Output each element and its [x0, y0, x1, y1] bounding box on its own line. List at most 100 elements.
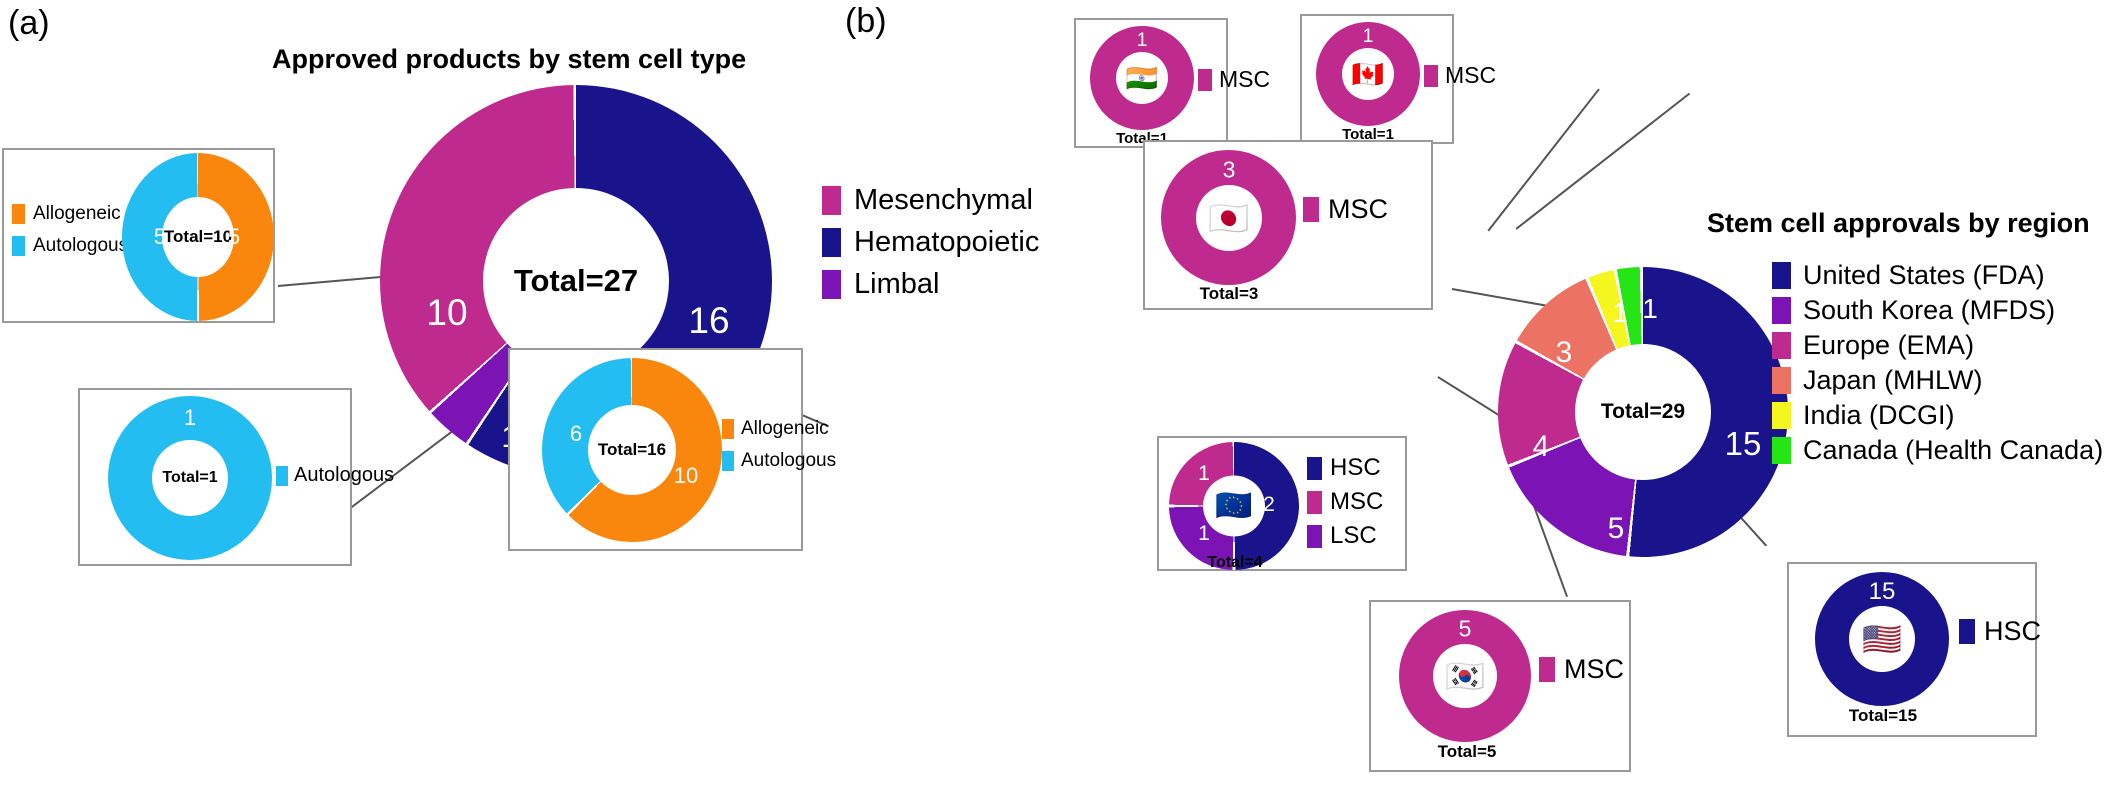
main-donut-b[interactable]: Total=29 15 5 4 3 1 1 [1498, 267, 1788, 557]
inset-box-limbal-breakdown[interactable]: Total=1 1 Autologous [78, 388, 394, 566]
swatch-limbal-icon [822, 270, 841, 299]
legend-item-hematopoietic[interactable]: Hematopoietic [822, 226, 1039, 259]
legend-item-msc[interactable]: MSC [1307, 488, 1383, 516]
legend-label-msc: MSC [1219, 66, 1271, 92]
legend-item-hsc[interactable]: HSC [1307, 454, 1383, 482]
donut-ring: Total=1 [108, 396, 272, 560]
swatch-canada-icon [1772, 437, 1791, 464]
inset-hematopoietic-value-autologous: 6 [569, 421, 583, 446]
donut-inset-hematopoietic[interactable]: Total=16 10 6 [542, 358, 722, 542]
panel-a-tag: (a) [8, 4, 50, 42]
inset-box-south-korea[interactable]: 🇰🇷 5 Total=5 MSC [1369, 600, 1631, 772]
inset-box-japan[interactable]: 🇯🇵 3 Total=3 MSC [1143, 140, 1433, 310]
swatch-hsc-icon [1959, 619, 1975, 644]
main-b-value-canada: 1 [1642, 293, 1658, 324]
legend-label-japan: Japan (MHLW) [1803, 365, 1983, 395]
flag-europe-icon: 🇪🇺 [1215, 489, 1253, 522]
donut-inset-india[interactable]: 🇮🇳 1 [1090, 26, 1194, 130]
flag-korea-icon: 🇰🇷 [1445, 658, 1485, 694]
legend-label-msc: MSC [1445, 62, 1497, 88]
legend-item-japan[interactable]: Japan (MHLW) [1772, 365, 2103, 396]
legend-item-europe[interactable]: Europe (EMA) [1772, 330, 2103, 361]
legend-item-mesenchymal[interactable]: Mesenchymal [822, 184, 1039, 217]
donut-inset-usa[interactable]: 🇺🇸 15 [1815, 572, 1949, 706]
legend-item-south-korea[interactable]: South Korea (MFDS) [1772, 295, 2103, 326]
flag-india-icon: 🇮🇳 [1125, 63, 1159, 93]
legend-label-europe: Europe (EMA) [1803, 330, 1975, 360]
legend-item-msc[interactable]: MSC [1198, 66, 1270, 93]
inset-japan-value: 3 [1222, 156, 1236, 183]
legend-label-msc: MSC [1564, 654, 1624, 684]
inset-hematopoietic-value-allogeneic: 10 [673, 463, 699, 488]
swatch-msc-icon [1198, 68, 1212, 91]
legend-item-msc[interactable]: MSC [1539, 654, 1624, 685]
legend-item-limbal[interactable]: Limbal [822, 268, 1039, 301]
legend-item-hsc[interactable]: HSC [1959, 616, 2041, 647]
legend-item-autologous[interactable]: Autologous [276, 464, 394, 487]
main-b-value-europe: 4 [1532, 430, 1550, 463]
swatch-hsc-icon [1307, 456, 1322, 480]
legend-label-mesenchymal: Mesenchymal [854, 184, 1033, 216]
legend-item-msc[interactable]: MSC [1424, 62, 1496, 89]
legend-inset-canada: MSC [1424, 62, 1496, 89]
legend-inset-hematopoietic: Allogeneic Autologous [722, 418, 836, 472]
legend-label-limbal: Limbal [854, 268, 940, 300]
main-a-value-hematopoietic: 16 [688, 300, 730, 341]
main-b-value-japan: 3 [1555, 336, 1573, 369]
swatch-msc-icon [1539, 657, 1555, 682]
inset-mesenchymal-value-allogeneic: 5 [227, 224, 241, 249]
inset-usa-total: Total=15 [1848, 706, 1918, 725]
main-a-value-mesenchymal: 10 [426, 292, 468, 333]
legend-item-canada[interactable]: Canada (Health Canada) [1772, 435, 2103, 466]
main-b-total-label: Total=29 [1600, 400, 1686, 423]
legend-label-allogeneic: Allogeneic [741, 418, 829, 439]
inset-usa-value: 15 [1868, 578, 1896, 605]
swatch-msc-icon [1424, 64, 1438, 87]
panel-b-tag: (b) [845, 2, 887, 40]
donut-ring: 🇺🇸 [1815, 572, 1949, 706]
donut-inset-japan[interactable]: 🇯🇵 3 [1161, 150, 1296, 285]
inset-canada-value: 1 [1362, 26, 1374, 47]
legend-panel-b: United States (FDA) South Korea (MFDS) E… [1772, 260, 2103, 466]
donut-ring: 🇨🇦 [1316, 22, 1420, 126]
legend-item-allogeneic[interactable]: Allogeneic [722, 418, 836, 440]
legend-item-india[interactable]: India (DCGI) [1772, 400, 2103, 431]
inset-europe-value-msc: 1 [1198, 462, 1210, 485]
legend-label-autologous: Autologous [294, 464, 395, 486]
main-b-value-korea: 5 [1607, 512, 1625, 545]
legend-label-hsc: HSC [1984, 616, 2042, 646]
donut-inset-korea[interactable]: 🇰🇷 5 [1399, 610, 1531, 742]
inset-box-mesenchymal-breakdown[interactable]: Allogeneic Autologous Total=10 5 5 [2, 148, 275, 323]
inset-mesenchymal-value-autologous: 5 [153, 224, 167, 249]
legend-inset-europe: HSC MSC LSC [1307, 454, 1383, 550]
donut-ring: 🇯🇵 [1161, 150, 1296, 285]
swatch-autologous-icon [12, 236, 25, 256]
swatch-allogeneic-icon [12, 204, 25, 224]
legend-item-allogeneic[interactable]: Allogeneic [12, 203, 128, 225]
legend-label-allogeneic: Allogeneic [33, 203, 121, 224]
flag-japan-icon: 🇯🇵 [1207, 199, 1250, 236]
inset-europe-value-hsc: 2 [1263, 493, 1275, 516]
inset-box-india[interactable]: 🇮🇳 1 Total=1 MSC [1074, 18, 1270, 148]
main-a-total-label: Total=27 [513, 263, 639, 298]
legend-inset-india: MSC [1198, 66, 1270, 93]
swatch-allogeneic-icon [722, 419, 734, 439]
legend-item-united-states[interactable]: United States (FDA) [1772, 260, 2103, 291]
swatch-south-korea-icon [1772, 297, 1791, 324]
legend-item-autologous[interactable]: Autologous [12, 235, 128, 257]
inset-box-hematopoietic-breakdown[interactable]: Total=16 10 6 Allogeneic Autologous [508, 348, 836, 551]
legend-label-south-korea: South Korea (MFDS) [1803, 295, 2056, 325]
inset-box-canada[interactable]: 🇨🇦 1 Total=1 MSC [1300, 14, 1496, 144]
leader-line-india [1487, 88, 1600, 232]
legend-item-msc[interactable]: MSC [1303, 194, 1388, 225]
donut-inset-mesenchymal[interactable]: Total=10 5 5 [122, 153, 274, 321]
legend-item-lsc[interactable]: LSC [1307, 522, 1383, 550]
donut-inset-limbal[interactable]: Total=1 1 [108, 396, 272, 560]
swatch-autologous-icon [276, 465, 288, 486]
donut-inset-canada[interactable]: 🇨🇦 1 [1316, 22, 1420, 126]
inset-limbal-total: Total=1 [162, 469, 218, 486]
inset-box-europe[interactable]: 🇪🇺 2 1 1 Total=4 HSC MSC LSC [1157, 436, 1407, 571]
inset-box-united-states[interactable]: 🇺🇸 15 Total=15 HSC [1787, 562, 2041, 737]
donut-inset-europe[interactable]: 🇪🇺 2 1 1 [1169, 442, 1299, 570]
legend-item-autologous[interactable]: Autologous [722, 450, 836, 472]
